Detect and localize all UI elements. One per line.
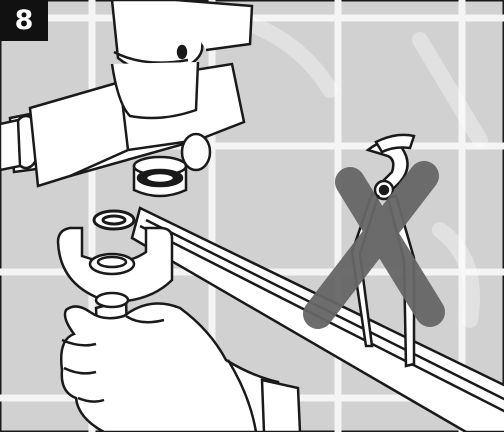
step-number-badge: 8 — [0, 0, 48, 41]
seal-rings — [94, 211, 134, 229]
outlet-nut — [134, 157, 186, 196]
